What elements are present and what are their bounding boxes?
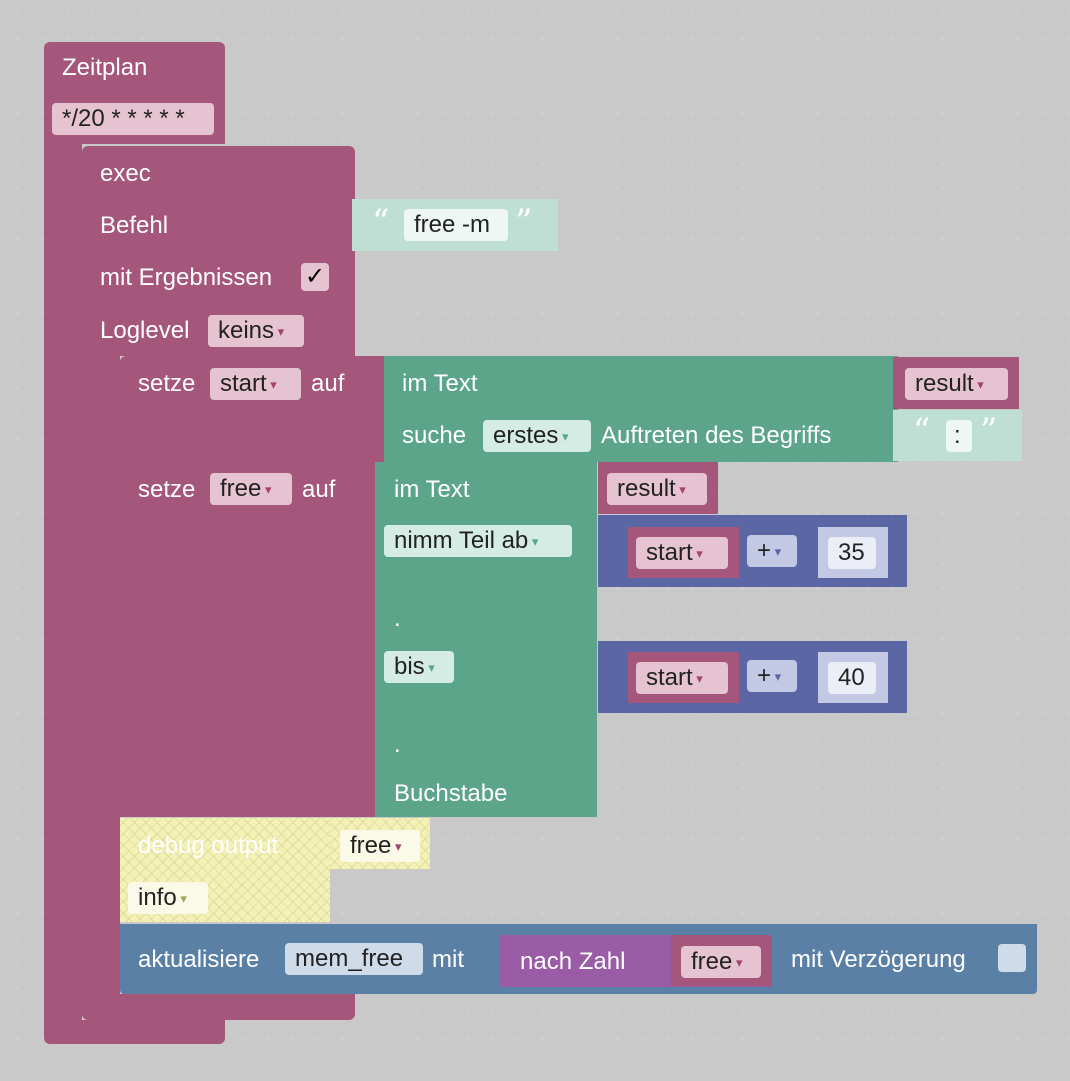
schedule-block-bottom: [44, 1020, 225, 1044]
start-source-var[interactable]: result: [905, 368, 1008, 400]
substring-from-mode[interactable]: nimm Teil ab: [384, 525, 572, 557]
with-results-label: mit Ergebnissen: [100, 264, 273, 291]
command-label: Befehl: [100, 212, 169, 239]
find-label: suche: [402, 422, 467, 449]
command-value[interactable]: free -m: [404, 209, 508, 241]
update-var[interactable]: free: [681, 946, 761, 978]
update-with-label: mit: [432, 946, 464, 973]
occurrence-label: Auftreten des Begriffs: [601, 422, 832, 449]
index-of-block[interactable]: [384, 356, 898, 462]
free-var-dropdown[interactable]: free: [210, 473, 292, 505]
debug-var[interactable]: free: [340, 830, 420, 862]
set-free-label: setze: [138, 476, 196, 503]
cron-field[interactable]: */20 * * * * *: [52, 103, 214, 135]
dot-two: .: [394, 731, 401, 758]
set-free-to-label: auf: [302, 476, 336, 503]
math-to-op[interactable]: +: [747, 660, 797, 692]
dot-one: .: [394, 605, 401, 632]
exec-title: exec: [100, 160, 151, 187]
exec-block-bottom: [82, 994, 355, 1020]
start-in-text-label: im Text: [402, 370, 478, 397]
delay-label: mit Verzögerung: [791, 946, 966, 973]
state-id-field[interactable]: mem_free: [285, 943, 423, 975]
free-in-text-label: im Text: [394, 476, 470, 503]
start-var-dropdown[interactable]: start: [210, 368, 301, 400]
exec-block-spine: [82, 350, 120, 998]
update-label: aktualisiere: [138, 946, 260, 973]
char-label: Buchstabe: [394, 780, 508, 807]
set-free-block[interactable]: [120, 462, 380, 817]
math-from-num[interactable]: 35: [828, 537, 876, 569]
loglevel-dropdown[interactable]: keins: [208, 315, 304, 347]
set-start-label: setze: [138, 370, 196, 397]
search-open-quote-icon: “: [913, 411, 931, 451]
with-results-checkbox[interactable]: ✓: [301, 263, 329, 291]
math-to-var[interactable]: start: [636, 662, 728, 694]
schedule-block-spine: [44, 140, 82, 1024]
loglevel-label: Loglevel: [100, 317, 190, 344]
debug-output-label: debug output: [138, 832, 279, 859]
math-to-num[interactable]: 40: [828, 662, 876, 694]
math-from-var[interactable]: start: [636, 537, 728, 569]
find-mode-dropdown[interactable]: erstes: [483, 420, 591, 452]
to-number-label: nach Zahl: [520, 948, 626, 975]
delay-checkbox[interactable]: [998, 944, 1026, 972]
close-quote-icon: ”: [515, 202, 533, 242]
schedule-title: Zeitplan: [62, 54, 148, 81]
debug-level-dropdown[interactable]: info: [128, 882, 208, 914]
substring-block[interactable]: [375, 462, 597, 817]
free-source-var[interactable]: result: [607, 473, 707, 505]
math-from-op[interactable]: +: [747, 535, 797, 567]
search-close-quote-icon: ”: [980, 411, 998, 451]
search-term-value[interactable]: :: [946, 420, 972, 452]
open-quote-icon: “: [372, 202, 390, 242]
set-start-to-label: auf: [311, 370, 345, 397]
substring-to-mode[interactable]: bis: [384, 651, 454, 683]
